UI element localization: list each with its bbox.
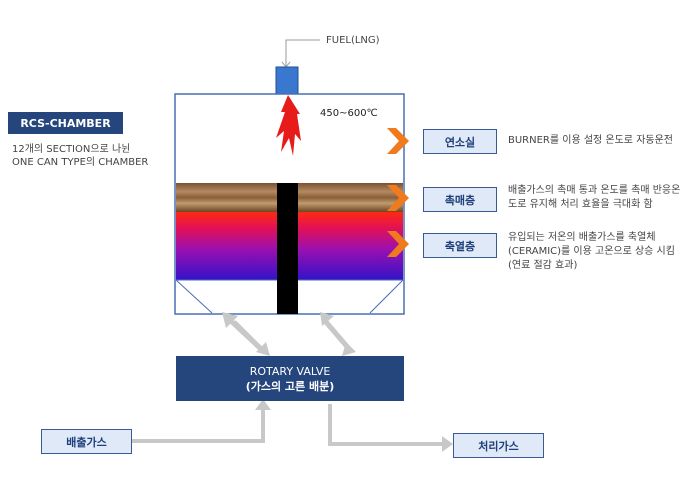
temperature-label: 450~600℃ [320, 108, 378, 119]
chamber-note-line2: ONE CAN TYPE의 CHAMBER [12, 157, 149, 168]
fuel-label: FUEL(LNG) [326, 35, 380, 46]
hopper-line-left [175, 279, 213, 314]
chamber-note-line1: 12개의 SECTION으로 나뉜 [12, 144, 131, 155]
exhaust-gas-inlet-label: 배출가스 [41, 429, 132, 454]
catalyst-desc-line2: 도로 유지해 처리 효율을 극대화 함 [508, 199, 653, 210]
flame-icon [276, 95, 301, 156]
rotary-valve-box: ROTARY VALVE (가스의 고른 배분) [176, 356, 404, 401]
heat-storage-layer-right [298, 212, 403, 280]
catalyst-desc-line1: 배출가스의 촉매 통과 온도를 촉매 반응온 [508, 185, 681, 196]
orange-arrow-combustion [387, 128, 409, 154]
outlet-flow-line [328, 404, 446, 446]
catalyst-layer-label: 촉매층 [423, 187, 497, 212]
burner-nozzle [275, 66, 299, 95]
heat-storage-layer-left [176, 212, 277, 280]
inlet-flow-arrowhead [255, 399, 271, 410]
orange-arrow-catalyst [387, 185, 409, 211]
orange-arrow-heat [387, 231, 409, 257]
outlet-flow-arrowhead [442, 436, 453, 452]
combustion-desc-line1: BURNER를 이용 설정 온도로 자동운전 [508, 135, 673, 146]
rotary-valve-title: ROTARY VALVE [249, 364, 331, 378]
heat-desc-line3: (연료 절감 효과) [508, 260, 578, 271]
inlet-flow-line [131, 405, 265, 443]
flow-arrowheads [222, 312, 356, 356]
heat-desc-line2: (CERAMIC)를 이용 고온으로 상승 시킴 [508, 246, 675, 257]
combustion-chamber-label: 연소실 [423, 129, 497, 154]
hopper-line-right [369, 279, 404, 314]
catalyst-layer-left [176, 183, 277, 212]
rotary-valve-subtitle: (가스의 고른 배분) [245, 379, 335, 393]
catalyst-layer-right [298, 183, 403, 212]
fuel-line [285, 39, 320, 66]
treated-gas-outlet-label: 처리가스 [453, 433, 544, 458]
flow-arrows [228, 318, 352, 352]
heat-storage-label: 축열층 [423, 233, 497, 258]
heat-desc-line1: 유입되는 저온의 배출가스를 축열체 [508, 232, 656, 243]
rcs-chamber-badge: RCS-CHAMBER [8, 112, 123, 134]
central-divider [277, 183, 298, 314]
